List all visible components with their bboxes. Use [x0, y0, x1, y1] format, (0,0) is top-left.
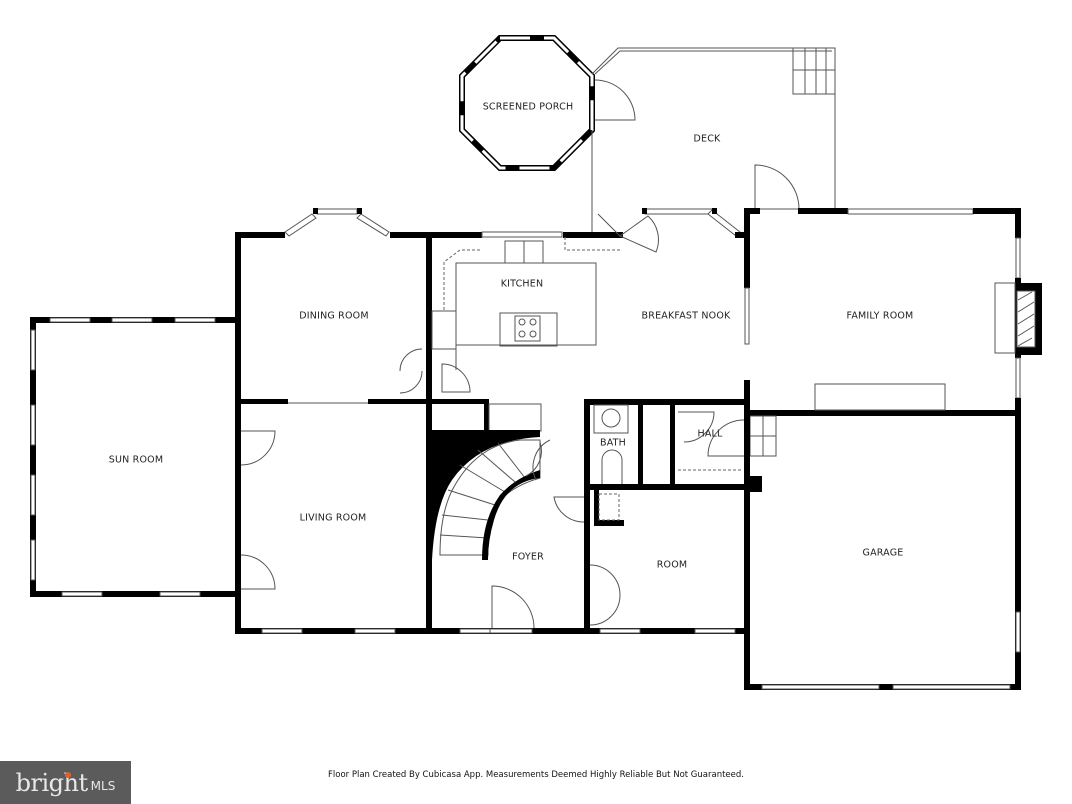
label-kitchen: KITCHEN	[500, 278, 544, 290]
logo-word-text: bright	[15, 768, 88, 797]
screened-porch-walls	[459, 35, 636, 171]
label-foyer: FOYER	[512, 551, 544, 563]
kitchen-walls	[426, 231, 623, 393]
label-room: ROOM	[656, 559, 688, 571]
family-room-walls	[744, 208, 1042, 416]
label-dining-room: DINING ROOM	[299, 310, 369, 322]
garage-walls	[744, 410, 1021, 690]
label-hall: HALL	[697, 428, 723, 440]
label-garage: GARAGE	[862, 547, 904, 559]
label-sun-room: SUN ROOM	[108, 454, 164, 466]
bright-mls-logo: bright MLS	[0, 761, 131, 804]
breakfast-nook-walls	[597, 208, 750, 345]
label-deck: DECK	[693, 133, 721, 145]
label-breakfast-nook: BREAKFAST NOOK	[641, 310, 731, 322]
logo-accent-dot	[64, 771, 71, 778]
dining-living-walls	[235, 208, 432, 634]
disclaimer-text: Floor Plan Created By Cubicasa App. Meas…	[328, 770, 744, 780]
logo-wordmark: bright	[16, 769, 88, 797]
label-family-room: FAMILY ROOM	[846, 310, 914, 322]
sun-room-walls	[30, 317, 238, 597]
label-bath: BATH	[599, 437, 627, 449]
label-living-room: LIVING ROOM	[299, 512, 367, 524]
label-screened-porch: SCREENED PORCH	[482, 101, 574, 113]
logo-suffix: MLS	[90, 778, 116, 793]
deck-outline	[591, 47, 836, 232]
